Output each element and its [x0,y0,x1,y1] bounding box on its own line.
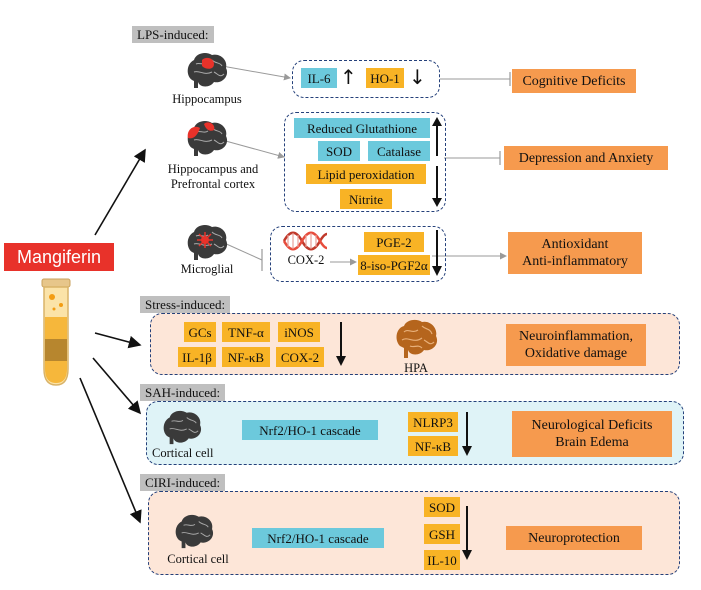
up-down-arrows-icon [432,117,442,207]
outcome-depression-anxiety: Depression and Anxiety [504,146,668,170]
down-arrow-icon [432,230,442,276]
outcome-neuroinflammation: Neuroinflammation, Oxidative damage [506,324,646,366]
region-hippocampus: Hippocampus [172,92,242,106]
marker-il1b: IL-1β [178,347,216,367]
sah-cortical-cell: Cortical cell [152,446,214,460]
marker-nlrp3: NLRP3 [408,412,458,432]
outcome-cognitive-deficits: Cognitive Deficits [512,69,636,93]
arrow-to-ciri [79,377,142,524]
marker-ciri-sod: SOD [424,497,460,517]
brain-icon [175,514,214,549]
outcome-neuroprotection: Neuroprotection [506,526,642,550]
axis-hpa: HPA [404,361,428,375]
region-hippocampus-and: Hippocampus and [167,162,259,176]
outcome-neurological-deficits: Neurological Deficits Brain Edema [512,411,672,457]
arrow-to-stress [94,332,142,349]
brain-icon [187,224,228,260]
region-microglial: Microglial [180,262,234,276]
ciri-header: CIRI-induced: [140,474,226,491]
down-arrow-icon: ↓ [409,65,426,89]
down-arrow-icon [462,412,472,456]
marker-pge2: PGE-2 [364,232,424,252]
outcome-antioxidant-label: Antioxidant [541,237,609,252]
marker-il6: IL-6 [301,68,337,88]
marker-reduced-glutathione: Reduced Glutathione [294,118,430,138]
lps-header: LPS-induced: [132,26,214,43]
outcome-antioxidant: Antioxidant Anti-inflammatory [508,232,642,274]
marker-cox2: COX-2 [276,347,324,367]
stress-header: Stress-induced: [140,296,231,313]
brain-icon [187,52,228,88]
outcome-anti-inflammatory-label: Anti-inflammatory [522,254,628,269]
marker-lipid-peroxidation: Lipid peroxidation [306,164,426,184]
marker-ho1: HO-1 [366,68,404,88]
sah-cascade: Nrf2/HO-1 cascade [242,420,378,440]
marker-inos: iNOS [278,322,320,342]
dna-icon [282,231,328,251]
marker-catalase: Catalase [368,141,430,161]
marker-nitrite: Nitrite [340,189,392,209]
mangiferin-label: Mangiferin [4,243,114,271]
region-prefrontal-cortex: Prefrontal cortex [170,177,256,191]
outcome-oxidative-damage-label: Oxidative damage [524,346,628,361]
marker-gsh: GSH [424,524,460,544]
enzyme-cox2: COX-2 [287,253,325,267]
brain-icon [187,120,228,156]
arrow-to-sah [92,357,142,415]
sah-header: SAH-induced: [140,384,226,401]
marker-il10: IL-10 [424,550,460,570]
up-arrow-icon: ↑ [340,65,357,89]
arrow-to-lps [94,148,146,236]
lps-row1-panel [292,60,440,98]
marker-gcs: GCs [184,322,216,342]
marker-sod: SOD [318,141,360,161]
outcome-neuroinflammation-label: Neuroinflammation, [519,329,633,344]
down-arrow-icon [336,322,346,366]
brain-icon [396,319,438,358]
marker-nf-kb: NF-κB [222,347,270,367]
marker-8-iso-pgf2a: 8-iso-PGF2α [358,255,430,275]
ciri-cascade: Nrf2/HO-1 cascade [252,528,384,548]
outcome-brain-edema-label: Brain Edema [555,435,629,450]
down-arrow-icon [462,506,472,560]
marker-sah-nf-kb: NF-κB [408,436,458,456]
test-tube-icon [41,278,71,386]
ciri-cortical-cell: Cortical cell [167,552,229,566]
lps-row2-panel [284,112,446,212]
brain-icon [163,410,202,445]
marker-tnf-a: TNF-α [222,322,270,342]
outcome-neurological-deficits-label: Neurological Deficits [531,418,653,433]
lps-row3-panel [270,226,446,282]
